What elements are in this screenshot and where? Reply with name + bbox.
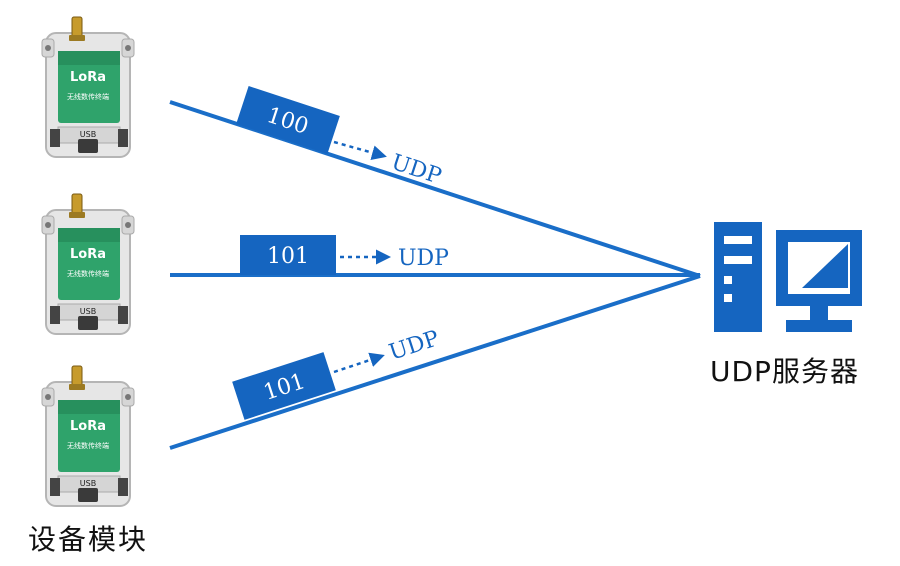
packet-box (232, 352, 336, 420)
udp-arrow-3 (333, 352, 385, 374)
udp-arrow-1 (333, 140, 387, 160)
device-module-2: LoRa 无线数传终端 USB (41, 193, 135, 335)
packet-id: 101 (267, 244, 309, 269)
devices-label: 设备模块 (28, 523, 149, 556)
device-subtitle: 无线数传终端 (67, 441, 109, 450)
device-port: USB (80, 130, 96, 139)
device-brand: LoRa (70, 247, 106, 262)
packet-3: 101 (232, 352, 336, 420)
packet-1: 100 (236, 86, 340, 154)
server-label: UDP服务器 (710, 355, 859, 388)
packet-box (240, 235, 336, 275)
device-module-1: LoRa 无线数传终端 USB (41, 16, 135, 158)
packet-box (236, 86, 340, 154)
device-brand: LoRa (70, 70, 106, 85)
udp-label-3: UDP (386, 326, 442, 366)
device-brand: LoRa (70, 419, 106, 434)
udp-label-2: UDP (398, 246, 449, 271)
server-icon (714, 222, 862, 332)
device-subtitle: 无线数传终端 (67, 269, 109, 278)
packet-2: 101 (240, 235, 336, 275)
device-subtitle: 无线数传终端 (67, 92, 109, 101)
connection-line-3 (169, 274, 701, 450)
device-module-3: LoRa 无线数传终端 USB (41, 365, 135, 507)
device-port: USB (80, 307, 96, 316)
device-port: USB (80, 479, 96, 488)
